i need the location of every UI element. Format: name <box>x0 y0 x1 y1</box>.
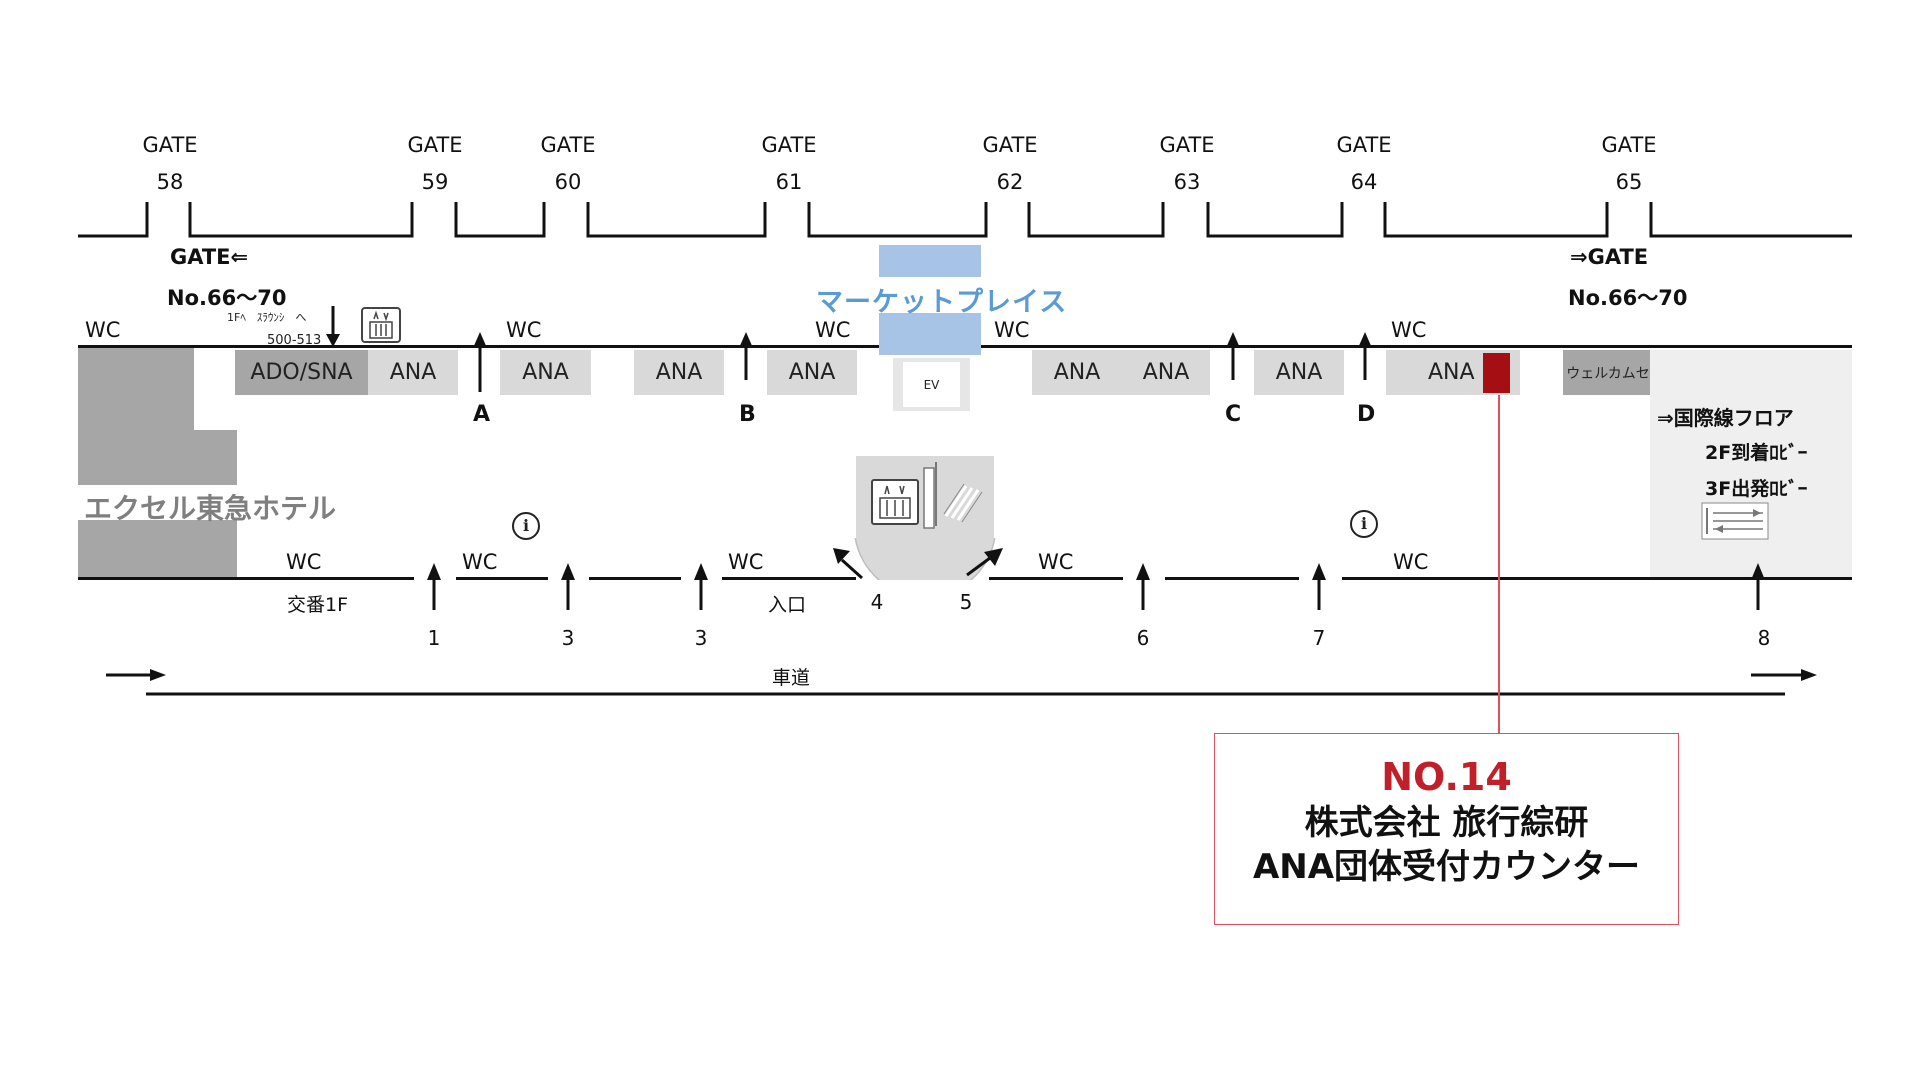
entrance-number: 1 <box>427 626 441 650</box>
gate-number: 61 <box>775 170 803 194</box>
entrance-arrows <box>427 548 1765 610</box>
marketplace-label: マーケットプレイス <box>816 287 1068 318</box>
elevator-icon <box>361 307 401 343</box>
lower-wall <box>456 577 548 580</box>
counter-no14-marker[interactable] <box>1483 353 1510 393</box>
gate-label: GATE <box>1159 133 1215 157</box>
callout-number: NO.14 <box>1381 755 1512 799</box>
koban-label: 交番1F <box>287 594 349 616</box>
central-hub <box>854 456 996 580</box>
lounge-note-line1: 1Fﾍ ｽﾗｳﾝｼ へ <box>227 311 307 324</box>
entrance-number: 3 <box>694 626 708 650</box>
entrance-number: 4 <box>870 590 884 614</box>
wc-label: WC <box>1038 550 1074 574</box>
entrance-number: 8 <box>1757 626 1771 650</box>
counter-ana: ANA <box>500 350 591 395</box>
arrow-down-icon <box>326 306 340 347</box>
counter-ana: ANA <box>1122 350 1210 395</box>
entrance-number: 6 <box>1136 626 1150 650</box>
wc-label: WC <box>506 318 542 342</box>
letter-d: D <box>1357 402 1376 427</box>
upper-arrows <box>473 332 1372 392</box>
gate-label: GATE <box>142 133 198 157</box>
callout-counter: ANA団体受付カウンター <box>1252 847 1641 887</box>
wc-label: WC <box>85 318 121 342</box>
lower-wall <box>589 577 681 580</box>
gate-label: GATE <box>1336 133 1392 157</box>
gate-number: 63 <box>1173 170 1201 194</box>
right-gate-ref-line2: No.66〜70 <box>1568 286 1688 310</box>
counter-ana: ANA <box>634 350 724 395</box>
lounge-note-line2: 500-513 <box>267 333 322 348</box>
entrance-number: 3 <box>561 626 575 650</box>
letter-b: B <box>739 402 756 427</box>
wc-label: WC <box>462 550 498 574</box>
hotel-label: エクセル東急ホテル <box>84 492 337 525</box>
upper-wall-right <box>981 345 1852 348</box>
lower-wall <box>1342 577 1852 580</box>
gate-label: GATE <box>540 133 596 157</box>
escalator-icon <box>1701 502 1769 540</box>
lower-wall <box>722 577 856 580</box>
gate-wall <box>78 202 1852 238</box>
gate-number: 60 <box>554 170 582 194</box>
left-gate-ref-line2: No.66〜70 <box>167 286 287 310</box>
gate-number: 58 <box>156 170 184 194</box>
hotel-block <box>78 520 237 577</box>
gate-number: 59 <box>421 170 449 194</box>
info-icon: i <box>512 512 540 540</box>
gate-label: GATE <box>982 133 1038 157</box>
wc-label: WC <box>286 550 322 574</box>
entrance-label: 入口 <box>768 594 807 616</box>
gate-label: GATE <box>407 133 463 157</box>
road <box>106 669 1817 696</box>
wc-label: WC <box>815 318 851 342</box>
letter-a: A <box>473 402 491 427</box>
left-gate-ref-line1: GATE⇐ <box>170 245 249 269</box>
callout-company: 株式会社 旅行綜研 <box>1304 803 1589 843</box>
letter-c: C <box>1225 402 1242 427</box>
ev-label: EV <box>903 362 960 407</box>
gate-number: 62 <box>996 170 1024 194</box>
entrance-number: 7 <box>1312 626 1326 650</box>
wc-label: WC <box>728 550 764 574</box>
info-icon: i <box>1350 510 1378 538</box>
gate-number: 64 <box>1350 170 1378 194</box>
counter-ado-sna: ADO/SNA <box>235 350 368 395</box>
callout-box[interactable]: NO.14 株式会社 旅行綜研 ANA団体受付カウンター <box>1214 733 1679 925</box>
international-line2: 2F到着ﾛﾋﾞｰ <box>1705 442 1808 464</box>
road-label: 車道 <box>772 667 811 689</box>
wc-label: WC <box>994 318 1030 342</box>
right-gate-ref-line1: ⇒GATE <box>1570 245 1649 269</box>
gate-number: 65 <box>1615 170 1643 194</box>
wc-label: WC <box>1391 318 1427 342</box>
international-line3: 3F出発ﾛﾋﾞｰ <box>1705 478 1808 500</box>
callout-leader-line <box>1498 395 1500 735</box>
marketplace-gap <box>879 277 981 313</box>
counter-ana: ANA <box>767 350 857 395</box>
international-line1: ⇒国際線フロア <box>1657 406 1794 430</box>
entrance-number: 5 <box>959 590 973 614</box>
wc-label: WC <box>1393 550 1429 574</box>
gate-label: GATE <box>1601 133 1657 157</box>
lower-wall <box>78 577 414 580</box>
hotel-block <box>78 430 237 485</box>
counter-ana: ANA <box>1254 350 1344 395</box>
gate-label: GATE <box>761 133 817 157</box>
counter-ana: ANA <box>368 350 458 395</box>
lower-wall <box>1165 577 1299 580</box>
counter-ana: ANA <box>1032 350 1122 395</box>
lower-wall <box>989 577 1123 580</box>
